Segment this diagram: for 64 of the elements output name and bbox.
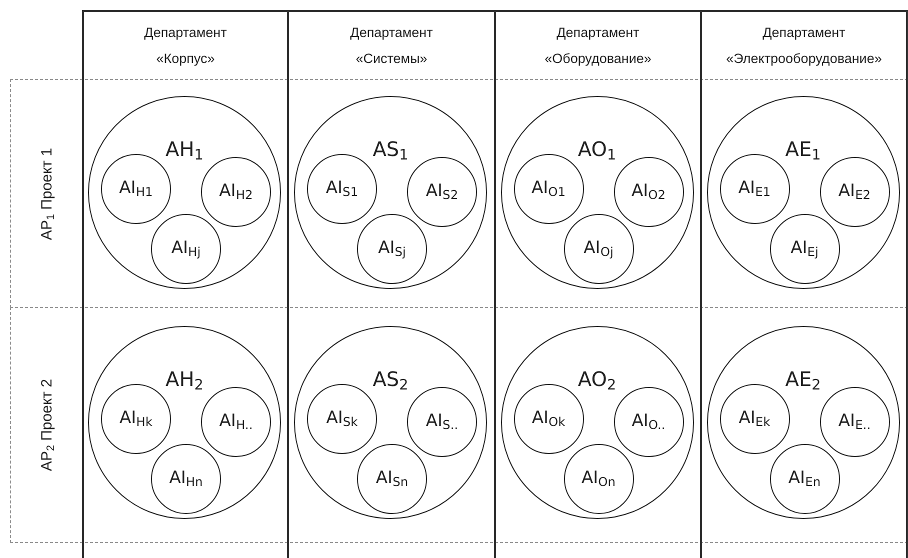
- circle-label: AI$_{Sj}$: [378, 238, 406, 258]
- item-circle: [770, 444, 840, 514]
- item-circle: [614, 386, 684, 456]
- item-circle: [407, 156, 477, 226]
- circle-label: AI$_{H1}$: [119, 178, 153, 198]
- group-circle: [88, 326, 281, 518]
- item-circle: [614, 156, 684, 226]
- circle-label: AI$_{E1}$: [738, 178, 771, 198]
- circle-label: AO$_{1}$: [578, 136, 616, 160]
- column-heading: Департамент «Системы»: [350, 24, 433, 68]
- department-column: [82, 10, 289, 558]
- circle-label: AI$_{Hn}$: [169, 468, 203, 488]
- column-heading: Департамент «Электрооборудование»: [726, 24, 882, 68]
- circle-label: AI$_{S..}$: [426, 410, 458, 430]
- circle-label: AI$_{Sn}$: [376, 468, 408, 488]
- circle-label: AS$_{1}$: [372, 136, 408, 160]
- circle-label: AI$_{Hk}$: [120, 408, 152, 428]
- project-row: [10, 79, 908, 308]
- circle-label: AI$_{O1}$: [531, 178, 566, 198]
- circle-label: AI$_{Ek}$: [738, 408, 770, 428]
- circle-label: AI$_{S1}$: [326, 178, 358, 198]
- item-circle: [151, 444, 221, 514]
- circle-label: AE$_{1}$: [785, 136, 821, 160]
- group-circle: [88, 96, 281, 288]
- item-circle: [357, 214, 427, 284]
- item-circle: [407, 386, 477, 456]
- circle-label: AI$_{O2}$: [631, 180, 666, 200]
- group-circle: [706, 96, 900, 288]
- group-circle: [294, 326, 487, 518]
- circle-label: AS$_{2}$: [372, 366, 408, 390]
- group-circle: [500, 96, 694, 288]
- item-circle: [201, 386, 271, 456]
- circle-label: AH$_{2}$: [166, 366, 204, 390]
- circle-label: AI$_{Hj}$: [171, 238, 201, 258]
- project-row: [10, 307, 908, 543]
- group-circle: [500, 326, 694, 518]
- circle-label: AI$_{H2}$: [219, 180, 253, 200]
- circle-label: AI$_{Ok}$: [532, 408, 566, 428]
- circle-label: AO$_{2}$: [578, 366, 616, 390]
- circle-label: AI$_{En}$: [788, 468, 821, 488]
- item-circle: [820, 386, 890, 456]
- item-circle: [820, 156, 890, 226]
- circle-label: AH$_{1}$: [166, 136, 204, 160]
- group-circle: [294, 96, 487, 288]
- circle-label: AI$_{On}$: [581, 468, 616, 488]
- item-circle: [357, 444, 427, 514]
- circle-label: AI$_{Sk}$: [326, 408, 358, 428]
- group-circle: [706, 326, 900, 518]
- circle-label: AI$_{Oj}$: [584, 238, 614, 258]
- circle-label: AI$_{H..}$: [219, 410, 253, 430]
- item-circle: [201, 156, 271, 226]
- circle-label: AE$_{2}$: [785, 366, 821, 390]
- circle-label: AI$_{Ej}$: [790, 238, 818, 258]
- item-circle: [564, 444, 634, 514]
- circle-label: AI$_{E2}$: [838, 180, 871, 200]
- circle-label: AI$_{S2}$: [426, 180, 458, 200]
- circle-label: AI$_{E..}$: [838, 410, 871, 430]
- column-heading: Департамент «Оборудование»: [544, 24, 652, 68]
- circle-label: AI$_{O..}$: [632, 410, 666, 430]
- item-circle: [770, 214, 840, 284]
- item-circle: [564, 214, 634, 284]
- department-column: [700, 10, 908, 558]
- item-circle: [151, 214, 221, 284]
- column-heading: Департамент «Корпус»: [144, 24, 227, 68]
